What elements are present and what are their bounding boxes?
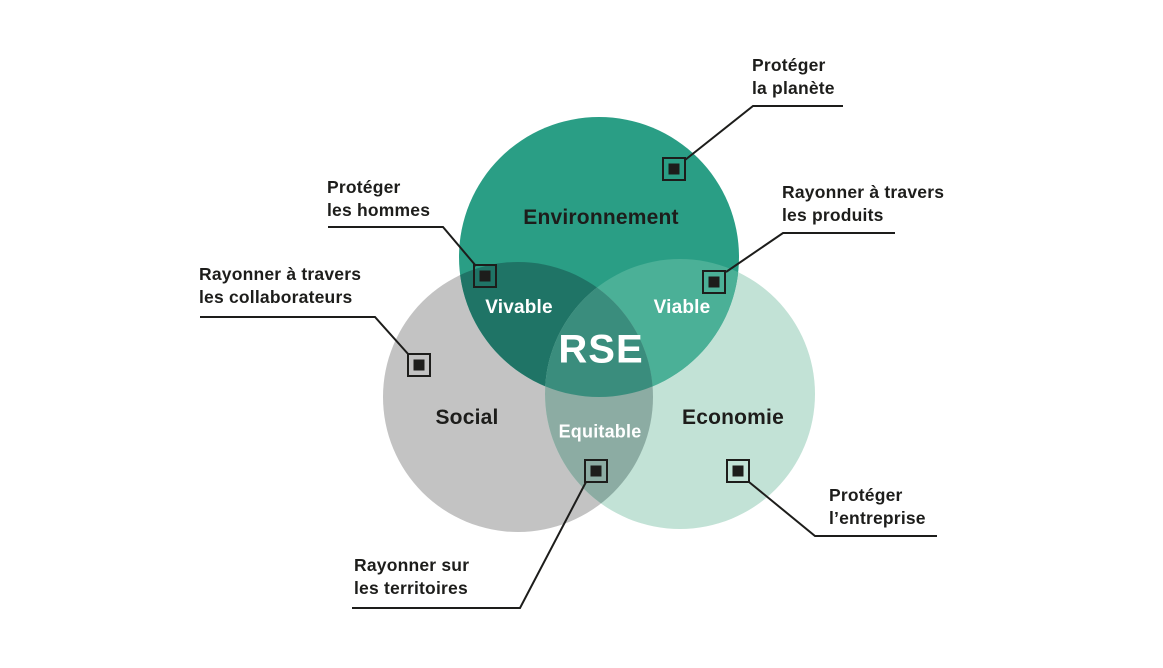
callout-label-rayonner-a-travers-les-produits: Rayonner à travers les produits (782, 182, 945, 225)
marker-produits (702, 270, 726, 294)
marker-territoires (584, 459, 608, 483)
callout-line-collaborateurs (200, 316, 410, 356)
callout-line-entreprise (748, 481, 937, 537)
circle-label-social: Social (435, 406, 499, 429)
center-label-rse: RSE (558, 327, 644, 372)
callout-line-planete (684, 105, 843, 161)
marker-planete (662, 157, 686, 181)
callout-label-rayonner-a-travers-les-collaborateurs: Rayonner à travers les collaborateurs (199, 264, 362, 307)
callout-line-territoires (352, 481, 587, 609)
marker-entreprise (726, 459, 750, 483)
circle-label-economie: Economie (682, 406, 784, 429)
callout-label-proteger-les-hommes: Protéger les hommes (327, 177, 431, 220)
region-viable (545, 259, 739, 397)
region-label-vivable: Vivable (485, 297, 553, 318)
region-label-equitable: Equitable (558, 421, 642, 442)
callout-label-rayonner-sur-les-territoires: Rayonner sur les territoires (354, 555, 470, 598)
callout-line-hommes (328, 226, 477, 267)
callout-line-produits (725, 232, 895, 273)
callout-label-proteger-l-entreprise: Protéger l’entreprise (829, 485, 926, 528)
region-label-viable: Viable (653, 297, 711, 318)
marker-hommes (473, 264, 497, 288)
circle-label-environnement: Environnement (523, 206, 679, 229)
region-vivable (459, 262, 653, 397)
callout-label-proteger-la-planete: Protéger la planète (752, 55, 835, 98)
marker-collaborateurs (407, 353, 431, 377)
